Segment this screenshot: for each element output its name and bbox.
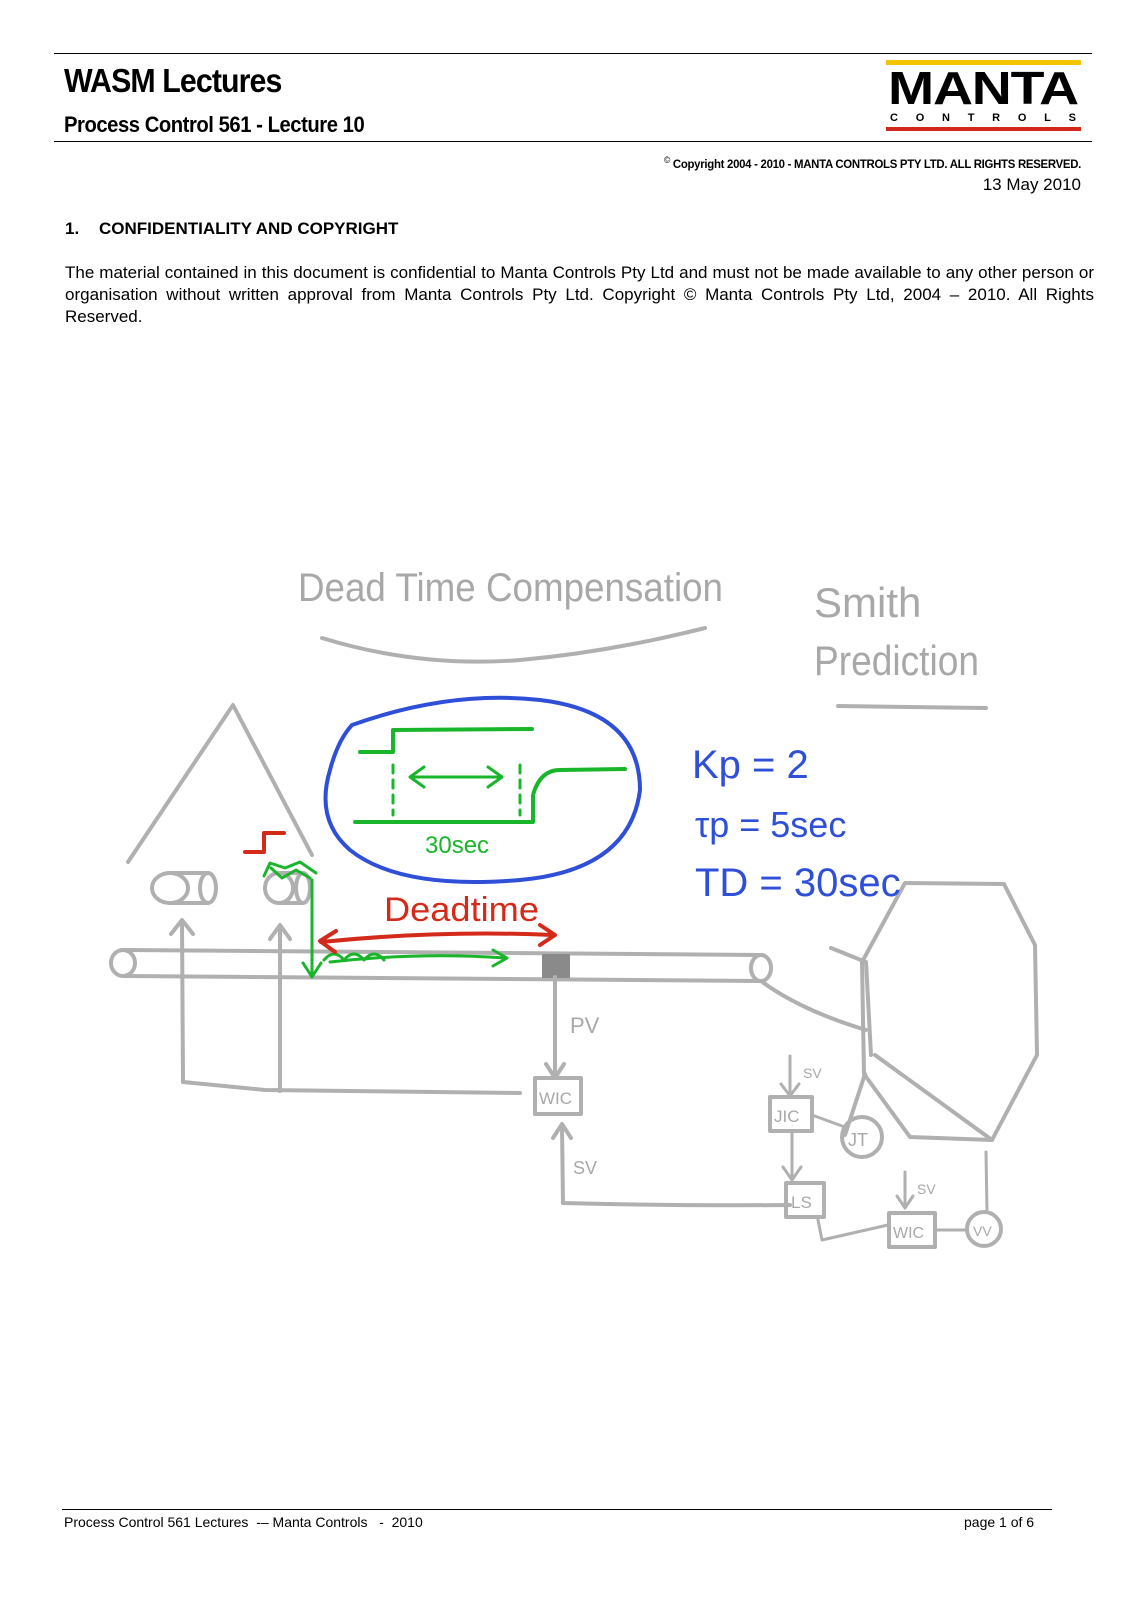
jt-circle bbox=[840, 1115, 884, 1159]
green-double-arrow bbox=[408, 765, 504, 789]
copyright-symbol: © bbox=[663, 155, 670, 165]
vv-up-line bbox=[984, 1150, 989, 1214]
sv2-label: SV bbox=[803, 1065, 822, 1081]
roof-lines bbox=[126, 703, 314, 864]
blue-ellipse bbox=[323, 695, 642, 884]
vv-label: VV bbox=[973, 1223, 992, 1239]
logo-text: MANTA bbox=[888, 62, 1078, 114]
vv-circle bbox=[965, 1210, 1003, 1248]
sensor-block bbox=[542, 954, 570, 978]
wic-box bbox=[533, 1076, 583, 1116]
footer-course: Process Control 561 Lectures -– Manta Co… bbox=[64, 1514, 423, 1530]
red-step bbox=[243, 831, 286, 854]
deadtime-label: Deadtime bbox=[384, 891, 539, 929]
sv2-arrow bbox=[779, 1054, 801, 1098]
sketch-title: Dead Time Compensation bbox=[298, 566, 723, 610]
td-text: TD = 30sec bbox=[695, 861, 901, 905]
main-conveyor bbox=[109, 948, 773, 983]
footer-rule bbox=[62, 1509, 1052, 1510]
sv3-label: SV bbox=[917, 1181, 936, 1197]
tank-octagon bbox=[860, 881, 1039, 1142]
copyright-notice: © Copyright 2004 - 2010 - MANTA CONTROLS… bbox=[664, 155, 1081, 171]
jic-jt-line bbox=[810, 1113, 844, 1128]
jic-ls-arrow bbox=[781, 1129, 803, 1182]
ls-wic2-line bbox=[816, 1218, 890, 1242]
wic2-label: WIC bbox=[893, 1225, 924, 1242]
smith-label: Smith bbox=[814, 579, 921, 626]
pv-line bbox=[544, 975, 566, 1080]
confidentiality-paragraph: The material contained in this document … bbox=[65, 263, 1094, 326]
left-arrows bbox=[169, 918, 292, 1093]
copyright-text: Copyright 2004 - 2010 - MANTA CONTROLS P… bbox=[672, 157, 1081, 171]
pv-label: PV bbox=[570, 1013, 600, 1038]
jic-label: JIC bbox=[774, 1107, 800, 1126]
logo-top-bar bbox=[886, 60, 1081, 65]
section-heading: 1. CONFIDENTIALITY AND COPYRIGHT bbox=[65, 219, 398, 239]
left-bottom-line bbox=[181, 1080, 522, 1095]
header-bottom-rule bbox=[54, 141, 1092, 142]
ls-box bbox=[784, 1181, 826, 1219]
left-sensors bbox=[150, 871, 312, 905]
document-title: WASM Lectures bbox=[64, 62, 282, 99]
tank-level-line bbox=[873, 1053, 994, 1142]
tank-feed bbox=[829, 946, 873, 1057]
manta-controls-logo: MANTA CONTROLS bbox=[886, 60, 1081, 131]
tau-text: τp = 5sec bbox=[695, 804, 846, 845]
green-flow-arrow bbox=[328, 948, 509, 968]
logo-bottom-bar bbox=[886, 127, 1081, 131]
prediction-underline bbox=[836, 704, 988, 710]
wic-label: WIC bbox=[539, 1089, 572, 1108]
conveyor-to-tank bbox=[759, 979, 868, 1032]
green-weigh-icon bbox=[262, 860, 318, 880]
kp-text: Kp = 2 bbox=[692, 743, 809, 787]
green-step-output bbox=[353, 767, 627, 824]
tank-jt-line bbox=[843, 1072, 867, 1137]
title-underline bbox=[320, 626, 707, 664]
sv3-arrow bbox=[895, 1170, 915, 1210]
document-subtitle: Process Control 561 - Lecture 10 bbox=[64, 112, 365, 137]
green-step-input bbox=[358, 727, 534, 754]
section-title: CONFIDENTIALITY AND COPYRIGHT bbox=[99, 219, 399, 238]
section-number: 1. bbox=[65, 219, 80, 238]
prediction-label: Prediction bbox=[814, 637, 979, 684]
red-double-arrow bbox=[318, 923, 557, 954]
step-label: 30sec bbox=[425, 832, 489, 859]
green-rollers bbox=[322, 952, 386, 962]
top-rule bbox=[54, 53, 1092, 54]
jt-label: JT bbox=[848, 1130, 868, 1150]
sv-loop bbox=[551, 1122, 792, 1208]
footer-page-number: page 1 of 6 bbox=[964, 1514, 1035, 1530]
sv-label: SV bbox=[573, 1158, 597, 1178]
ls-label: LS bbox=[791, 1193, 812, 1212]
green-down-arrow bbox=[301, 878, 323, 979]
document-date: 13 May 2010 bbox=[982, 175, 1081, 194]
